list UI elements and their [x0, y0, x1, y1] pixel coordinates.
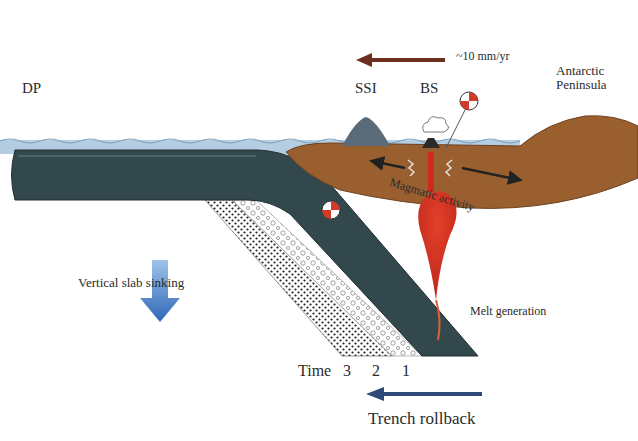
wave-line: [0, 139, 520, 143]
process-label: Trench rollback: [368, 410, 476, 429]
overriding-plate: [286, 116, 638, 209]
fault-crack: [446, 160, 452, 176]
focal-mechanism: [460, 92, 478, 110]
island-ssi: [342, 117, 390, 146]
magma-dike: [428, 152, 434, 192]
volcano-bs: [422, 138, 440, 148]
place-label: BS: [420, 80, 438, 97]
subducting-slab: [12, 150, 479, 356]
leader-line: [446, 108, 466, 148]
slab-highlight: [18, 155, 256, 157]
focal-mechanism: [322, 201, 340, 219]
callout-number: 2: [372, 362, 380, 380]
place-label: Antarctic Peninsula: [556, 64, 628, 93]
eruption-cloud: [423, 117, 449, 132]
sinking-arrow: [140, 260, 180, 322]
process-label: Vertical slab sinking: [78, 276, 184, 290]
extension-arrow: [372, 161, 405, 168]
rate-label: ~10 mm/yr: [456, 50, 510, 63]
process-label: Magmatic activity: [388, 176, 476, 214]
callout-number: 3: [343, 362, 351, 380]
rollback-arrow: [366, 387, 482, 401]
plume-tail: [436, 300, 440, 340]
callout-number: 1: [402, 362, 410, 380]
axis-label: Time: [298, 362, 331, 380]
plate-motion-arrow: [356, 53, 445, 67]
process-label: Melt generation: [470, 305, 546, 318]
place-label: SSI: [355, 80, 377, 97]
extension-arrow: [462, 168, 520, 180]
fault-crack: [408, 160, 414, 176]
place-label: DP: [22, 80, 41, 97]
